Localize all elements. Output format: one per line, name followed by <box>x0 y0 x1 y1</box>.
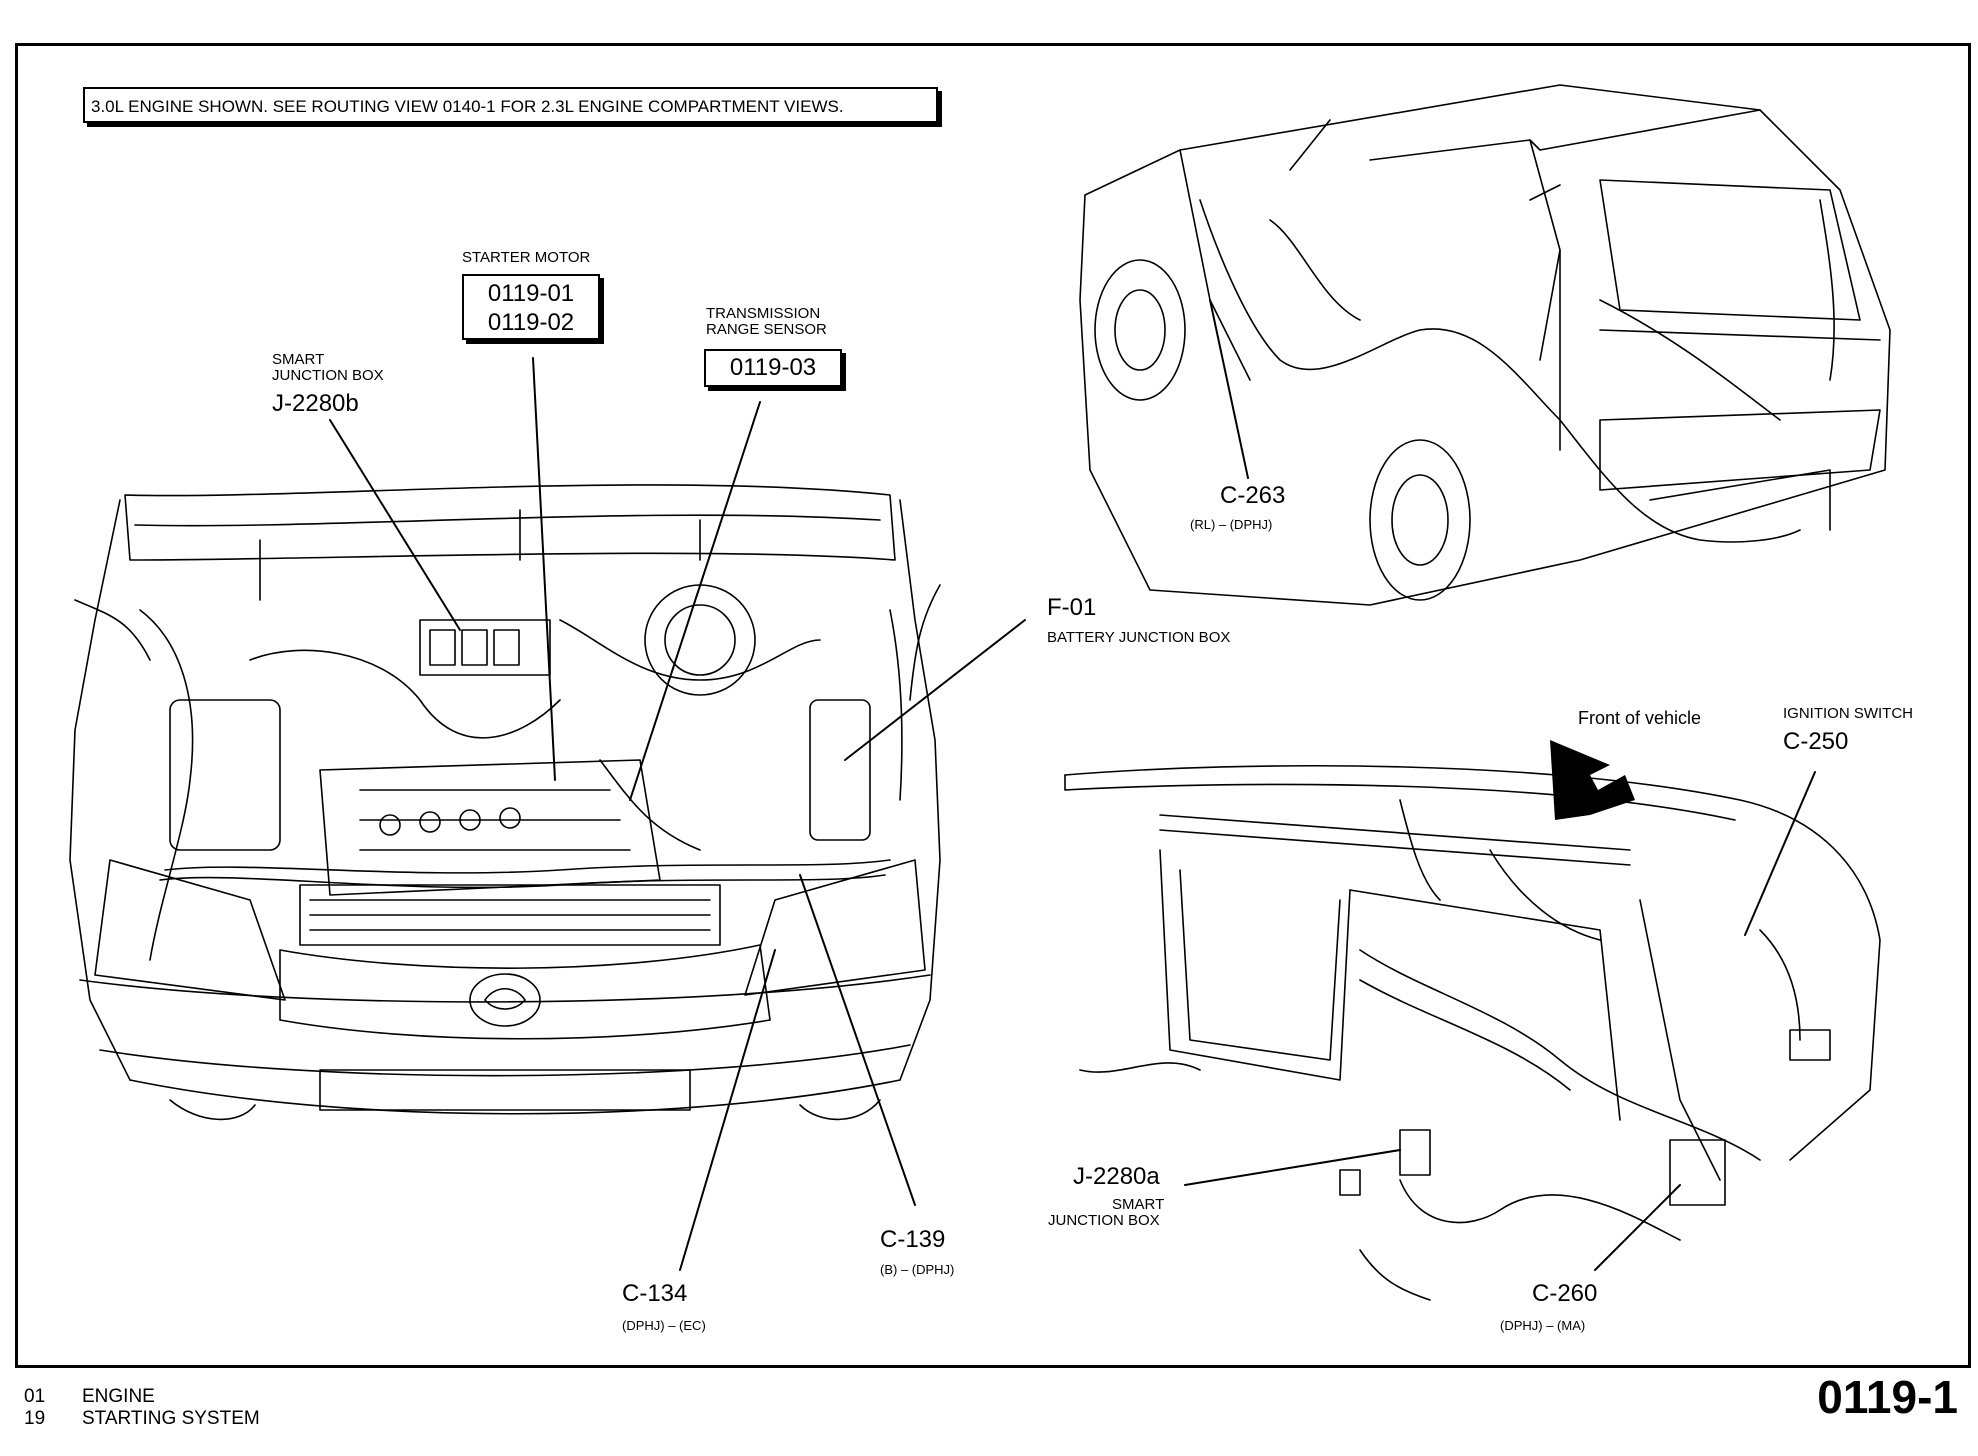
c260-detail: (DPHJ) – (MA) <box>1500 1318 1586 1333</box>
footer-label-2: STARTING SYSTEM <box>82 1408 260 1429</box>
c263-detail: (RL) – (DPHJ) <box>1190 517 1273 532</box>
transmission-sensor-ref: 0119-03 <box>729 354 817 381</box>
starter-motor-ref-1: 0119-01 <box>487 280 575 307</box>
battery-junction-title: BATTERY JUNCTION BOX <box>1047 629 1231 646</box>
smart-junction-b-title-2: JUNCTION BOX <box>272 367 384 384</box>
battery-junction-id: F-01 <box>1047 594 1097 621</box>
diagram-frame <box>15 43 1971 1368</box>
footer-label-1: ENGINE <box>82 1386 155 1407</box>
footer-code-1: 01 <box>24 1386 46 1407</box>
footer-code-2: 19 <box>24 1408 46 1429</box>
c139-id: C-139 <box>880 1226 946 1253</box>
c260-id: C-260 <box>1532 1280 1598 1307</box>
transmission-sensor-title-1: TRANSMISSION <box>706 305 821 322</box>
smart-junction-a-title-1: SMART <box>1112 1196 1165 1213</box>
starter-motor-title: STARTER MOTOR <box>462 249 591 266</box>
ignition-switch-id: C-250 <box>1783 728 1849 755</box>
starter-motor-ref-box[interactable]: 0119-01 0119-02 <box>462 274 600 340</box>
c134-id: C-134 <box>622 1280 688 1307</box>
front-of-vehicle-label: Front of vehicle <box>1578 708 1702 728</box>
smart-junction-b-title-1: SMART <box>272 351 325 368</box>
smart-junction-a-id: J-2280a <box>1073 1163 1160 1190</box>
starter-motor-ref-2: 0119-02 <box>487 309 575 336</box>
smart-junction-a-title-2: JUNCTION BOX <box>1048 1212 1160 1229</box>
engine-compartment-drawing <box>69 484 941 1121</box>
transmission-sensor-title-2: RANGE SENSOR <box>706 321 827 338</box>
smart-junction-b-id: J-2280b <box>272 390 359 417</box>
ignition-switch-title: IGNITION SWITCH <box>1783 705 1913 722</box>
c263-id: C-263 <box>1220 482 1286 509</box>
instrument-panel-drawing <box>1064 764 1881 1301</box>
transmission-sensor-ref-box[interactable]: 0119-03 <box>704 349 842 387</box>
front-of-vehicle-arrow <box>1550 740 1635 820</box>
vehicle-body-drawing <box>1079 84 1891 606</box>
c134-detail: (DPHJ) – (EC) <box>622 1318 706 1333</box>
engine-note: 3.0L ENGINE SHOWN. SEE ROUTING VIEW 0140… <box>83 87 938 123</box>
page-id: 0119-1 <box>1817 1371 1958 1423</box>
c139-detail: (B) – (DPHJ) <box>880 1262 955 1277</box>
